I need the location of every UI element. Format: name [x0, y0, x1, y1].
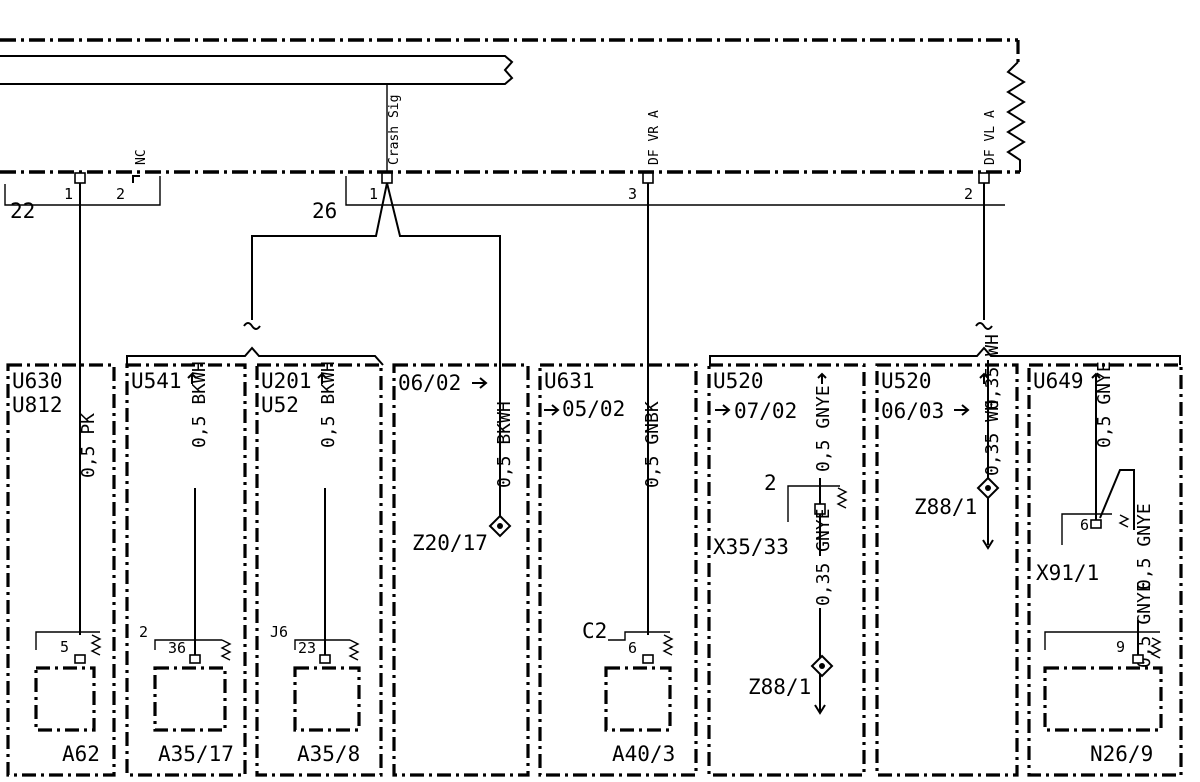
pin-number: 2 [964, 185, 973, 203]
code-label: 07/02 [734, 399, 797, 423]
connector-26-label: 26 [312, 199, 337, 223]
wire-label: 0,5 GNYE [1134, 581, 1155, 668]
pin-number: 23 [298, 639, 316, 657]
component-label: N26/9 [1090, 742, 1153, 766]
signal-df-vr-a-label: DF VR A [647, 110, 662, 165]
code-label: U630 [12, 369, 63, 393]
section-x35-33: U520 07/02 0,5 GNYE 2 X35/33 0,35 GNYE Z… [713, 369, 848, 715]
wire-label: 0,5 BKWH [189, 361, 210, 448]
wire-label: 0,35 WH [982, 400, 1003, 476]
code-label: U541 [131, 369, 182, 393]
section-z20-17: 06/02 0,5 BKWH Z20/17 [398, 371, 515, 555]
wire-label: 0,5 BKWH [494, 401, 515, 488]
code-label: 06/02 [398, 371, 461, 395]
pin-prefix: 2 [139, 623, 148, 641]
section-n26-9: U649 0,5 GNYE 6 X91/1 0,5 GNYE 0,5 GNYE … [1033, 361, 1163, 766]
code-label: U812 [12, 393, 63, 417]
wire-label: 0,5 PK [78, 413, 99, 478]
wire-label: 0,35 WH [982, 334, 1003, 410]
section-a35-8: U201 U52 0,5 BKWH J6 23 A35/8 [261, 361, 361, 766]
connector-pin: 6 [1080, 516, 1089, 534]
pin-number: 2 [116, 185, 125, 203]
module-pin-crash-sig: 1 Crash Sig [369, 84, 402, 203]
code-label: 06/03 [881, 399, 944, 423]
pin-number: 3 [628, 185, 637, 203]
code-label: U649 [1033, 369, 1084, 393]
section-frames [6, 363, 1183, 777]
wire-label: 0,5 BKWH [318, 361, 339, 448]
section-a62: U630 U812 0,5 PK 5 A62 [12, 369, 102, 766]
ground-label: Z88/1 [748, 675, 811, 699]
section-a35-17: U541 0,5 BKWH 2 36 A35/17 [131, 361, 234, 766]
connector-label: X35/33 [713, 535, 789, 559]
signal-crash-sig-label: Crash Sig [387, 95, 402, 165]
code-label: U520 [713, 369, 764, 393]
pin-number: 5 [60, 638, 69, 656]
component-label: A35/8 [297, 742, 360, 766]
module-pin-2-nc: 2 NC [116, 149, 149, 203]
component-label: A35/17 [158, 742, 234, 766]
top-module [0, 38, 1026, 174]
code-label: U520 [881, 369, 932, 393]
module-pin-1-left: 1 [64, 172, 86, 203]
code-label: U631 [544, 369, 595, 393]
wires [79, 182, 1181, 635]
wire-label: 0,5 GNYE [1134, 503, 1155, 590]
connector-22: 22 [4, 176, 161, 223]
section-a40-3: U631 05/02 0,5 GNBK C2 6 A40/3 [544, 369, 675, 766]
pin-number: 36 [168, 639, 186, 657]
connector-pin: 2 [764, 471, 777, 495]
signal-df-vl-a-label: DF VL A [983, 110, 998, 165]
code-label: U201 [261, 369, 312, 393]
wire-label: 0,5 GNBK [642, 401, 663, 488]
wire-label: 0,5 GNYE [1094, 361, 1115, 448]
pin-number: 6 [628, 639, 637, 657]
connector-26: 26 [312, 176, 1005, 223]
code-label: 05/02 [562, 397, 625, 421]
code-label: U52 [261, 393, 299, 417]
pin-number: 1 [64, 185, 73, 203]
module-pin-df-vl-a: 2 DF VL A [964, 110, 998, 203]
pin-prefix: C2 [582, 619, 607, 643]
wire-label: 0,5 GNYE [813, 385, 834, 472]
ground-point-icon [810, 654, 834, 678]
pin-number: 1 [369, 185, 378, 203]
ground-point-icon [976, 476, 1000, 500]
signal-nc-label: NC [134, 149, 149, 165]
ground-label: Z20/17 [412, 531, 488, 555]
component-label: A62 [62, 742, 100, 766]
connector-label: X91/1 [1036, 561, 1099, 585]
component-label: A40/3 [612, 742, 675, 766]
connector-22-label: 22 [10, 199, 35, 223]
wire-label: 0,35 GNYE [813, 508, 834, 606]
pin-number: 9 [1116, 638, 1125, 656]
pin-prefix: J6 [270, 623, 288, 641]
ground-label: Z88/1 [914, 495, 977, 519]
section-z88-1: U520 06/03 0,35 WH 0,35 WH Z88/1 [881, 334, 1003, 550]
module-pin-df-vr-a: 3 DF VR A [628, 110, 662, 203]
ground-point-icon [488, 514, 512, 538]
